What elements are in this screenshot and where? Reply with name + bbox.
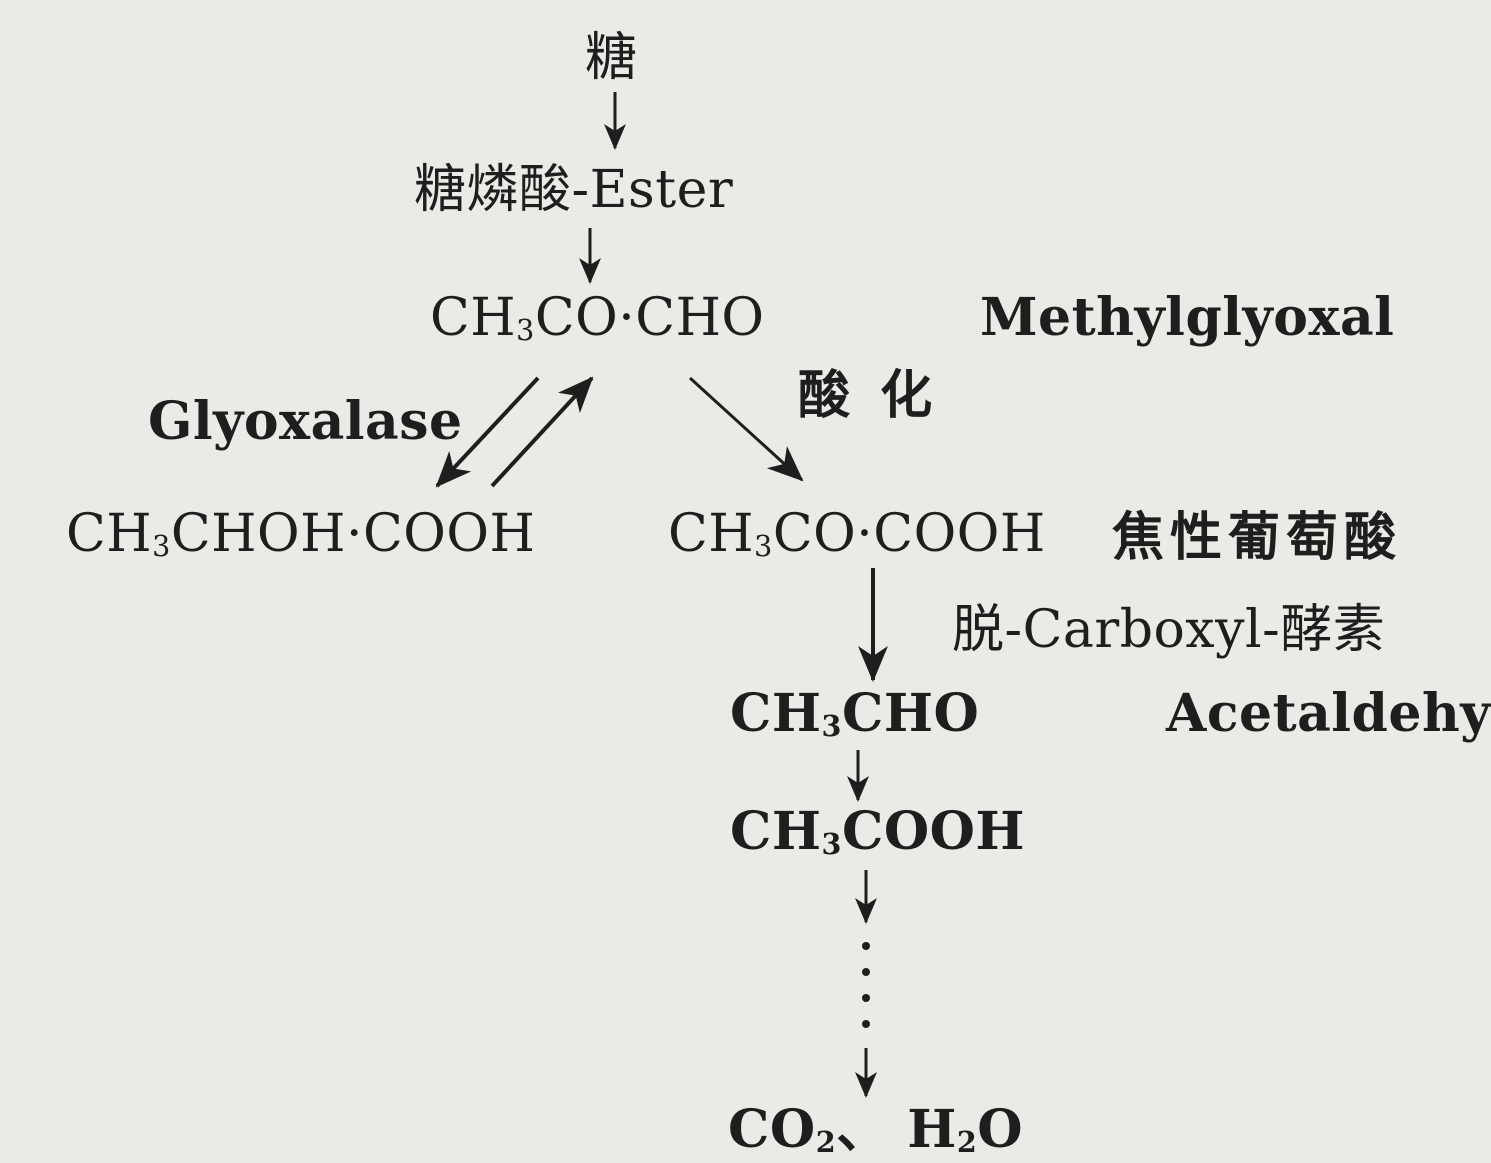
arrow-lactic-to-methylglyoxal <box>490 376 594 488</box>
label-oxidation: 酸 化 <box>798 365 939 426</box>
node-acetic-acid-formula: CH3COOH <box>730 801 1026 862</box>
node-pyruvic-acid-name: 焦性葡萄酸 <box>1112 507 1403 568</box>
node-methylglyoxal-formula: CH3CO·CHO <box>430 288 765 348</box>
label-decarboxylase: 脱-Carboxyl-酵素 <box>952 600 1386 660</box>
node-pyruvic-acid-formula: CH3CO·COOH <box>668 504 1046 564</box>
node-sugar: 糖 <box>585 28 644 88</box>
dotted-continuation <box>862 942 870 1028</box>
node-acetaldehyde-formula: CH3CHO <box>730 683 980 744</box>
node-lactic-acid-formula: CH3CHOH·COOH <box>66 504 536 564</box>
node-acetaldehyde-name: Acetaldehyd <box>1166 683 1491 744</box>
node-end-products: CO2、 H2O <box>728 1099 1024 1160</box>
node-methylglyoxal-name: Methylglyoxal <box>980 287 1395 348</box>
node-sugar-phosphate-ester: 糖燐酸-Ester <box>414 160 734 220</box>
arrow-methylglyoxal-to-pyruvic <box>688 376 804 482</box>
label-glyoxalase: Glyoxalase <box>148 391 463 452</box>
arrow-methylglyoxal-to-lactic <box>435 376 540 488</box>
